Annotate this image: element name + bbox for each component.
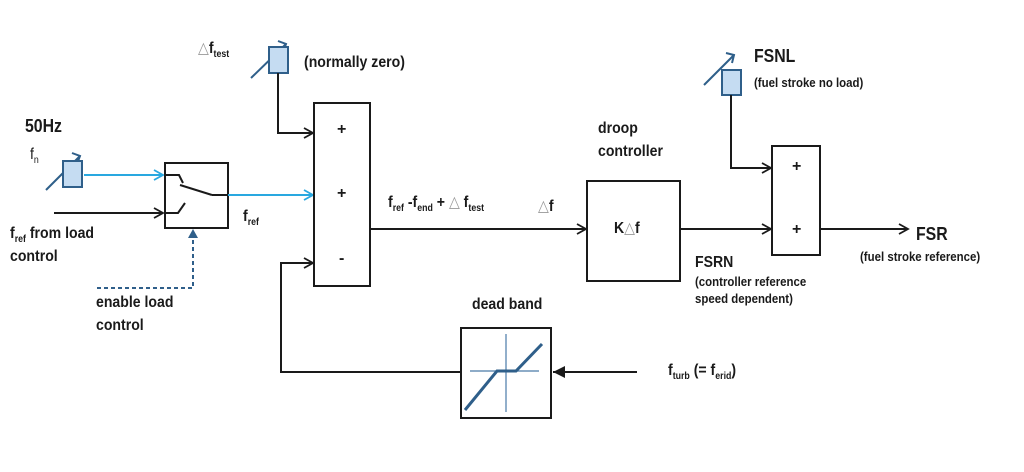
droop-block-label: K△f xyxy=(614,220,640,237)
fref-load-label: fref from load xyxy=(10,225,95,245)
delta-ftest-label: △ftest xyxy=(198,40,230,60)
slider-box[interactable] xyxy=(62,160,83,188)
summer2-sign-1: + xyxy=(792,158,802,175)
fref-load-label-line2: control xyxy=(10,248,58,265)
fsnl-line xyxy=(730,95,773,174)
fturb-label: fturb (= ferid) xyxy=(668,362,737,382)
enable-load-dashed-line xyxy=(97,234,194,289)
normally-zero-note: (normally zero) xyxy=(304,54,405,71)
slider-arrow-icon xyxy=(703,54,735,86)
enable-load-label: enable load xyxy=(96,294,174,311)
fsrn-note-line2: speed dependent) xyxy=(695,291,793,306)
deadband-curve xyxy=(463,342,544,411)
slider-arrowhead-icon xyxy=(725,52,736,64)
feedback-line xyxy=(280,257,461,373)
enable-load-label-line2: control xyxy=(96,317,144,334)
summer1-sign-2: + xyxy=(337,185,347,202)
summer1-output-expr: fref -fend + △ ftest xyxy=(388,194,485,214)
fsr-note: (fuel stroke reference) xyxy=(860,249,981,264)
droop-controller-block xyxy=(586,180,681,282)
fsrn-note: (controller reference xyxy=(695,274,807,289)
fref-output-label: fref xyxy=(243,208,259,228)
fsrn-title: FSRN xyxy=(695,254,734,271)
enable-arrowhead-icon xyxy=(188,229,198,238)
fn-label: fn xyxy=(30,146,39,166)
slider-box[interactable] xyxy=(268,46,289,74)
fsr-title: FSR xyxy=(916,224,948,244)
fsnl-slider[interactable] xyxy=(703,52,742,96)
summer1-sign-3: - xyxy=(339,250,345,267)
droop-title: droop xyxy=(598,120,638,137)
summing-junction-1 xyxy=(313,102,371,287)
fsnl-note: (fuel stroke no load) xyxy=(754,75,864,90)
slider-box[interactable] xyxy=(721,69,742,96)
fn-slider[interactable] xyxy=(45,152,83,191)
delta-ftest-line xyxy=(277,73,315,139)
droop-title-line2: controller xyxy=(598,143,663,160)
summer2-sign-2: + xyxy=(792,221,802,238)
dead-band-block xyxy=(460,327,552,419)
delta-f-label: △f xyxy=(538,198,554,215)
delta-ftest-slider[interactable] xyxy=(250,40,289,79)
nominal-freq-title: 50Hz xyxy=(25,116,62,136)
summing-junction-2 xyxy=(771,145,821,256)
summer1-sign-1: + xyxy=(337,121,347,138)
selector-switch xyxy=(164,162,229,229)
dead-band-title: dead band xyxy=(472,296,543,313)
fsnl-title: FSNL xyxy=(754,46,796,66)
